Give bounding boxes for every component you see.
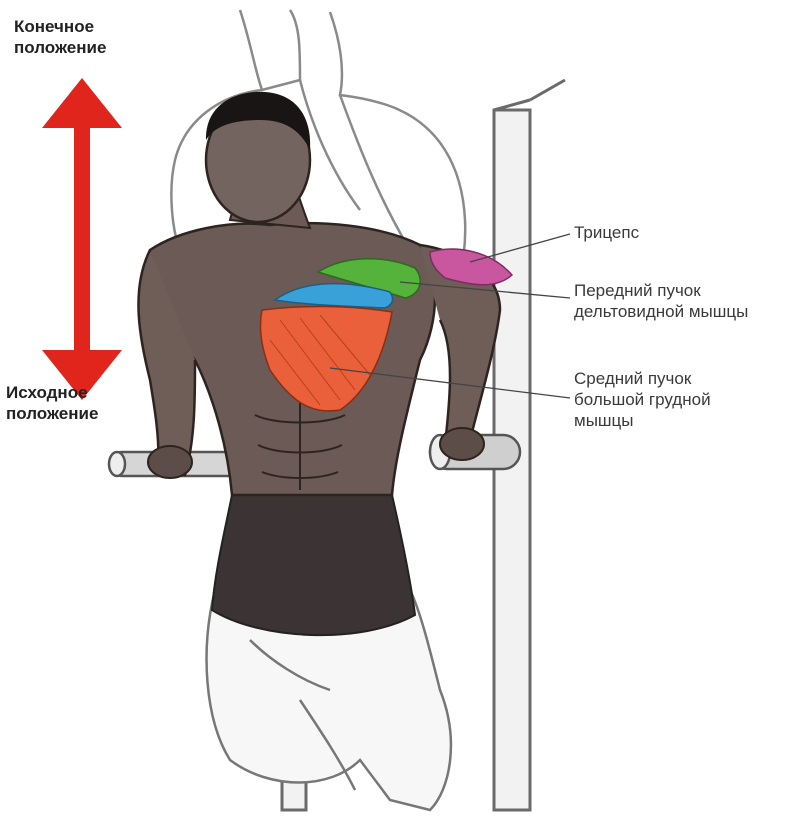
- legs: [205, 588, 453, 812]
- start-position-line-1: Исходное: [6, 383, 88, 402]
- triceps-label: Трицепс: [574, 222, 639, 243]
- leader-lines: [329, 233, 571, 399]
- abdominals: [254, 400, 346, 490]
- start-position-line-2: положение: [6, 404, 99, 423]
- triceps-muscle: [429, 248, 514, 286]
- middle-pectoral-line-2: большой грудной: [574, 390, 711, 409]
- pectoral-fibers: [269, 314, 371, 406]
- anterior-deltoid-label: Передний пучок дельтовидной мышцы: [574, 280, 748, 322]
- start-position-label: Исходное положение: [6, 382, 98, 424]
- left-hand: [147, 445, 193, 479]
- middle-pectoral-label: Средний пучок большой грудной мышцы: [574, 368, 711, 431]
- anterior-deltoid-line-2: дельтовидной мышцы: [574, 302, 749, 321]
- end-position-label: Конечное положение: [14, 16, 106, 58]
- end-position-line-1: Конечное: [14, 17, 95, 36]
- middle-pectoral-line-3: мышцы: [574, 411, 634, 430]
- end-position-figure: [170, 9, 467, 291]
- movement-arrow: [42, 78, 122, 400]
- arrow-shaft: [74, 126, 90, 352]
- arrow-down-icon: [42, 350, 122, 400]
- upper-pectoral-muscle: [273, 282, 394, 309]
- end-position-line-2: положение: [14, 38, 107, 57]
- arrow-up-icon: [42, 78, 122, 128]
- middle-pectoral-line-1: Средний пучок: [574, 369, 692, 388]
- middle-pectoral-muscle: [259, 305, 393, 412]
- left-arm: [137, 249, 197, 477]
- hair: [205, 91, 311, 150]
- right-hand: [439, 427, 485, 461]
- shorts: [210, 494, 417, 637]
- anterior-deltoid-line-1: Передний пучок: [574, 281, 701, 300]
- triceps-line-1: Трицепс: [574, 223, 640, 242]
